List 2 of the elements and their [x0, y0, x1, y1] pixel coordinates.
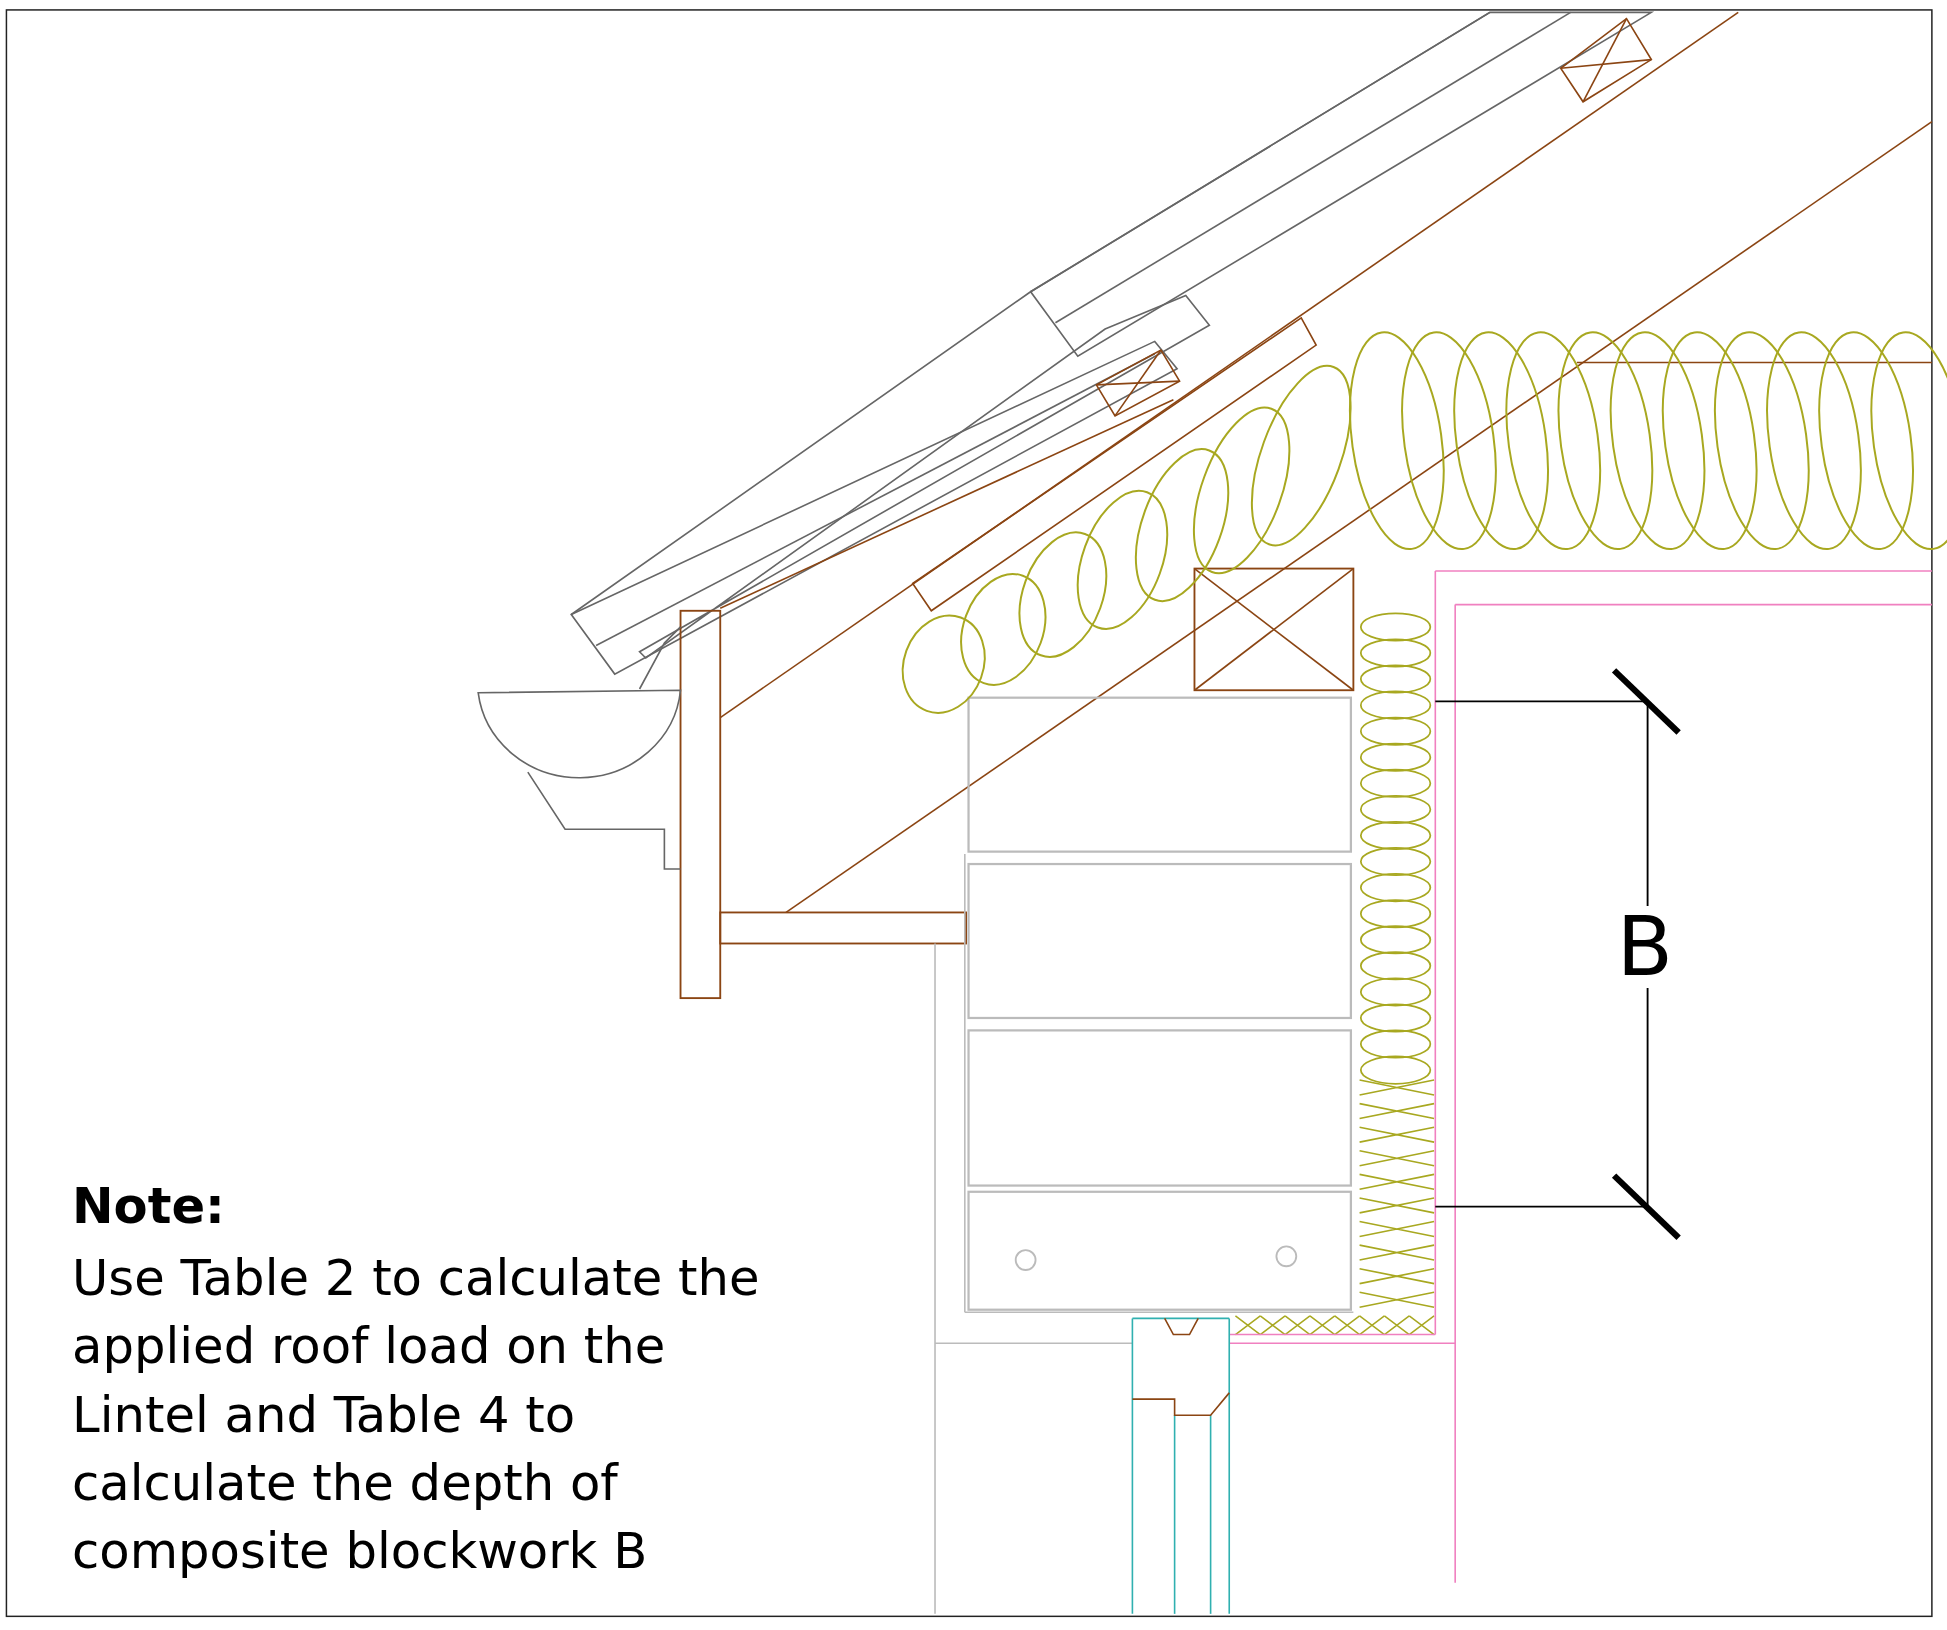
note-text: Use Table 2 to calculate the applied roof load on the Lintel and Table 4 to calculate the depth of composite blockwork B [72, 1248, 761, 1583]
note-heading: Note: [72, 1177, 225, 1237]
